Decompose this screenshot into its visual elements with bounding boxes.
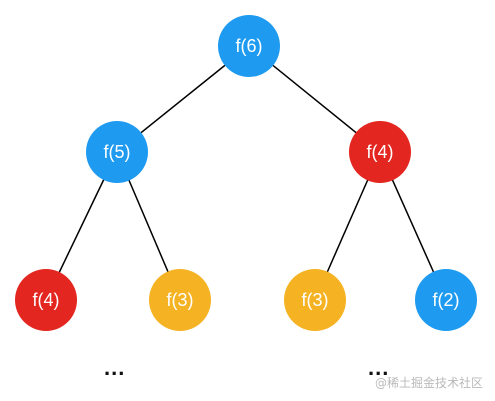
ellipsis-left: ... (104, 355, 126, 380)
node-label-root-f6: f(6) (236, 36, 263, 56)
node-label-left-left-f4: f(4) (33, 290, 60, 310)
node-circle-left-f5 (86, 121, 148, 183)
node-circle-left-left-f4 (15, 269, 77, 331)
ellipsis-right: ... (368, 355, 390, 380)
node-right-f4: f(4) (349, 121, 411, 183)
node-circle-left-right-f3 (149, 269, 211, 331)
node-left-right-f3: f(3) (149, 269, 211, 331)
tree-nodes: f(6) f(5) f(4) f(4) f(3) f(3) f(2) (15, 15, 477, 331)
node-root-f6: f(6) (218, 15, 280, 77)
node-circle-root-f6 (218, 15, 280, 77)
node-left-f5: f(5) (86, 121, 148, 183)
node-label-right-f4: f(4) (367, 142, 394, 162)
node-label-left-f5: f(5) (104, 142, 131, 162)
node-circle-right-left-f3 (284, 269, 346, 331)
node-right-right-f2: f(2) (415, 269, 477, 331)
node-left-left-f4: f(4) (15, 269, 77, 331)
node-circle-right-right-f2 (415, 269, 477, 331)
node-label-right-right-f2: f(2) (433, 290, 460, 310)
node-label-left-right-f3: f(3) (167, 290, 194, 310)
node-circle-right-f4 (349, 121, 411, 183)
node-right-left-f3: f(3) (284, 269, 346, 331)
watermark: @稀土掘金技术社区 (374, 376, 483, 390)
node-label-right-left-f3: f(3) (302, 290, 329, 310)
